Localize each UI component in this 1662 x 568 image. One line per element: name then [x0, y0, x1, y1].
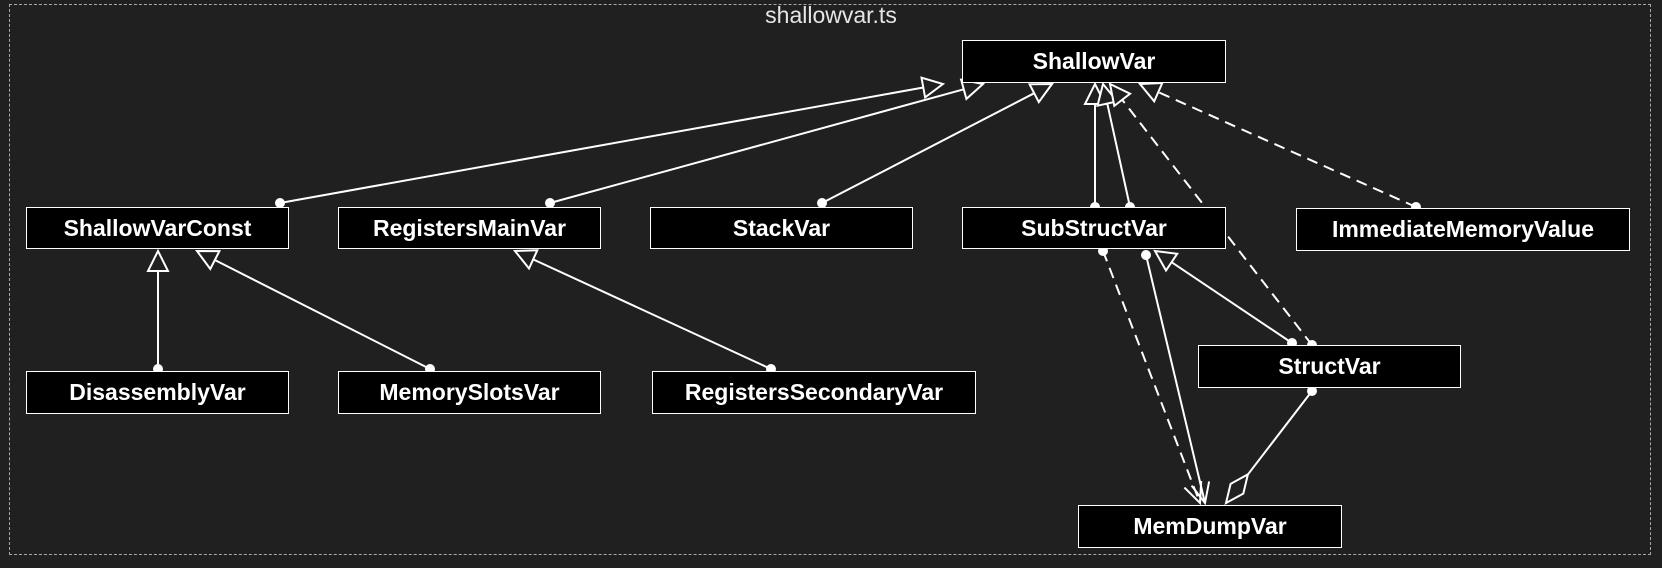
edge-extends-1: [545, 78, 986, 208]
node-structvar: StructVar: [1198, 345, 1461, 388]
edge-extends-2: [817, 82, 1054, 208]
node-registerssecondaryvar: RegistersSecondaryVar: [652, 371, 976, 414]
node-disassemblyvar: DisassemblyVar: [26, 371, 289, 414]
diagram-title: shallowvar.ts: [765, 2, 897, 28]
edge-extends-9: [512, 249, 776, 374]
node-registersmainvar: RegistersMainVar: [338, 207, 601, 249]
node-memoryslotsvar: MemorySlotsVar: [338, 371, 601, 414]
node-substructvar: SubStructVar: [962, 207, 1226, 249]
edge-dependency-11: [1098, 246, 1203, 506]
node-shallowvarconst: ShallowVarConst: [26, 207, 289, 249]
edge-extends-7: [146, 248, 170, 374]
edge-extends-8: [195, 249, 435, 374]
edge-implements-6: [1137, 81, 1421, 212]
edge-aggregation-13: [1224, 386, 1317, 505]
edge-association-12: [1141, 250, 1211, 506]
node-stackvar: StackVar: [650, 207, 913, 249]
node-memdumpvar: MemDumpVar: [1078, 505, 1342, 548]
file-boundary: [9, 4, 1651, 555]
node-immediatememoryvalue: ImmediateMemoryValue: [1296, 208, 1630, 251]
node-shallowvar: ShallowVar: [962, 40, 1226, 83]
edge-extends-0: [275, 76, 946, 208]
